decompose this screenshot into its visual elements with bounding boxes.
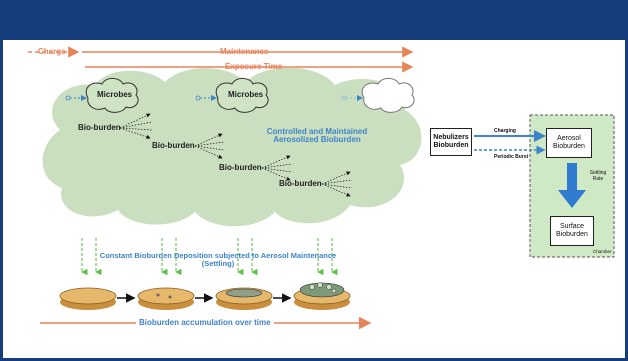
dispersal-fan-2 [194,133,225,159]
petri-dish-4 [293,282,351,310]
petri-dish-2 [137,287,195,310]
dispersal-fan-3 [261,155,293,181]
empty-cloud [361,77,415,113]
microbes-cloud-2 [215,77,269,113]
nebulizers-box: Nebulizers Bioburden [430,128,472,156]
title-bar [0,0,628,40]
deposition-caption: Constant Bioburden Deposition subjected … [99,251,337,268]
settling-arrows [80,238,338,276]
microbes-cloud-1 [85,77,139,113]
petri-dish-3 [215,287,273,310]
aerosol-cloud [42,67,422,227]
dispersal-fan-4 [321,171,353,197]
periodic-burst-label: Periodic Burst [494,154,529,160]
chamber-label: Chamber [593,249,612,254]
maintenance-label: Maintenance [220,47,269,56]
settling-rate-arrow [558,163,586,208]
exposure-time-label: Exposure Time [225,62,283,71]
petri-dish-1 [59,287,117,310]
accumulation-caption: Bioburden accumulation over time [136,319,274,327]
bioburden-label-1: Bio-burden [78,123,121,132]
microbes-label-1: Microbes [97,90,133,99]
surface-box: Surface Bioburden [550,216,594,246]
microbes-label-2: Microbes [228,90,264,99]
inlet-arrows [65,95,363,101]
cloud-caption: Controlled and Maintained Aerosolized Bi… [266,127,368,144]
charging-label: Charging [494,128,516,134]
settling-rate-label: Settling Rate [589,170,607,182]
bioburden-label-3: Bio-burden [219,163,262,172]
bioburden-label-2: Bio-burden [152,141,195,150]
aerosol-box: Aerosol Bioburden [546,128,592,158]
dispersal-fan-1 [119,113,153,139]
charge-label: Charge [38,47,66,56]
bioburden-label-4: Bio-burden [279,179,322,188]
